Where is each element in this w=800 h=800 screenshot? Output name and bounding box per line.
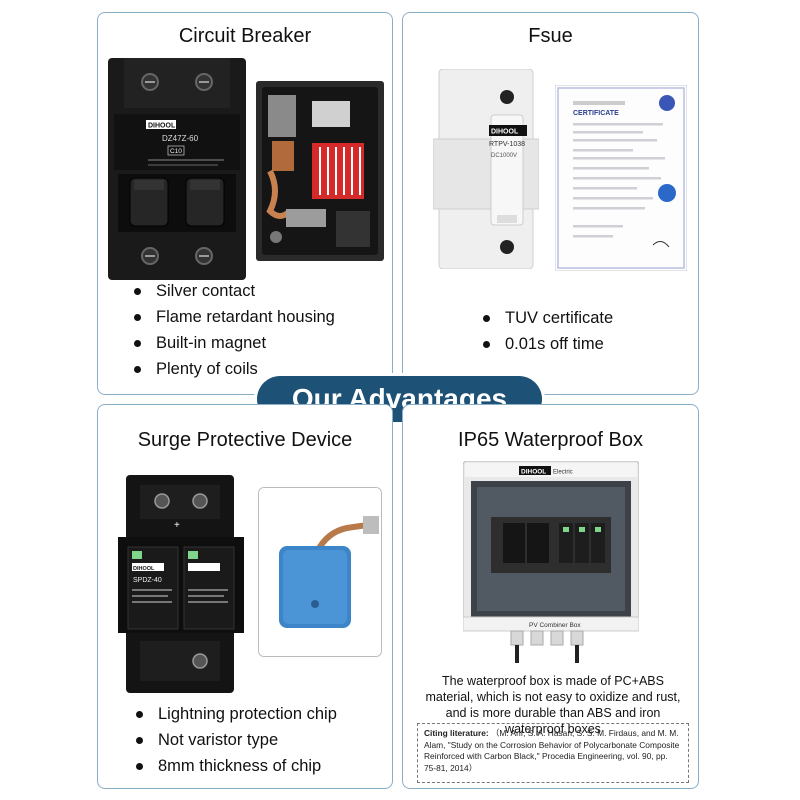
panel-title: Surge Protective Device [137, 429, 353, 451]
circuit-breaker-image: DIHOOL DZ47Z-60 C10 [108, 58, 246, 280]
feature-item: Not varistor type [134, 727, 337, 753]
feature-item: Built-in magnet [132, 330, 335, 356]
citation-box: Citing literature: （M. Arif, S. A. Hasan… [417, 723, 689, 783]
device-rating: C10 [170, 148, 182, 155]
panel-title: IP65 Waterproof Box [458, 429, 643, 451]
fuse-holder-image: DIHOOL RTPV-1038 DC1000V [433, 69, 539, 269]
feature-item: Silver contact [132, 278, 335, 304]
combiner-box-image: DIHOOL Electric PV Combiner Box [463, 461, 639, 663]
feature-item: TUV certificate [481, 305, 613, 331]
box-description: The waterproof box is made of PC+ABS mat… [425, 674, 681, 736]
device-model: RTPV-1038 [489, 141, 525, 148]
box-brand-suffix: Electric [553, 470, 573, 476]
citation-text: （M. Arif, S. A. Hasan, S. S. M. Firdaus,… [424, 728, 680, 773]
spd-image: + DIHOOL SPDZ-40 [118, 475, 244, 693]
box-label: PV Combiner Box [529, 622, 581, 629]
panel-title: Fsue [528, 25, 573, 47]
panel-title: Circuit Breaker [178, 25, 312, 47]
device-model: SPDZ-40 [133, 577, 162, 584]
device-voltage: DC1000V [491, 153, 517, 159]
device-model: DZ47Z-60 [162, 134, 199, 143]
certificate-title: CERTIFICATE [573, 110, 619, 117]
fuse-panel: Fsue DIHOOL RTPV-1038 DC1000V CERTIFICAT… [402, 12, 699, 395]
device-brand: DIHOOL [491, 129, 519, 136]
citation-label: Citing literature: [424, 728, 489, 738]
waterproof-box-panel: IP65 Waterproof Box DIHOOL Electric PV C… [402, 404, 699, 789]
svg-text:+: + [174, 520, 180, 531]
feature-item: Plenty of coils [132, 356, 335, 382]
protection-chip-image [259, 488, 381, 656]
protection-chip-frame [258, 487, 382, 657]
feature-item: 8mm thickness of chip [134, 753, 337, 779]
box-brand: DIHOOL [521, 469, 546, 476]
device-brand: DIHOOL [133, 566, 155, 572]
breaker-internal-image [256, 81, 384, 261]
feature-item: Flame retardant housing [132, 304, 335, 330]
device-brand: DIHOOL [148, 123, 176, 130]
surge-protective-device-panel: Surge Protective Device + DIHOOL SPDZ-40 [97, 404, 393, 789]
tuv-certificate-image: CERTIFICATE [555, 85, 687, 271]
feature-item: 0.01s off time [481, 331, 613, 357]
circuit-breaker-panel: Circuit Breaker DIHOOL DZ47Z-60 C10 [97, 12, 393, 395]
feature-item: Lightning protection chip [134, 701, 337, 727]
